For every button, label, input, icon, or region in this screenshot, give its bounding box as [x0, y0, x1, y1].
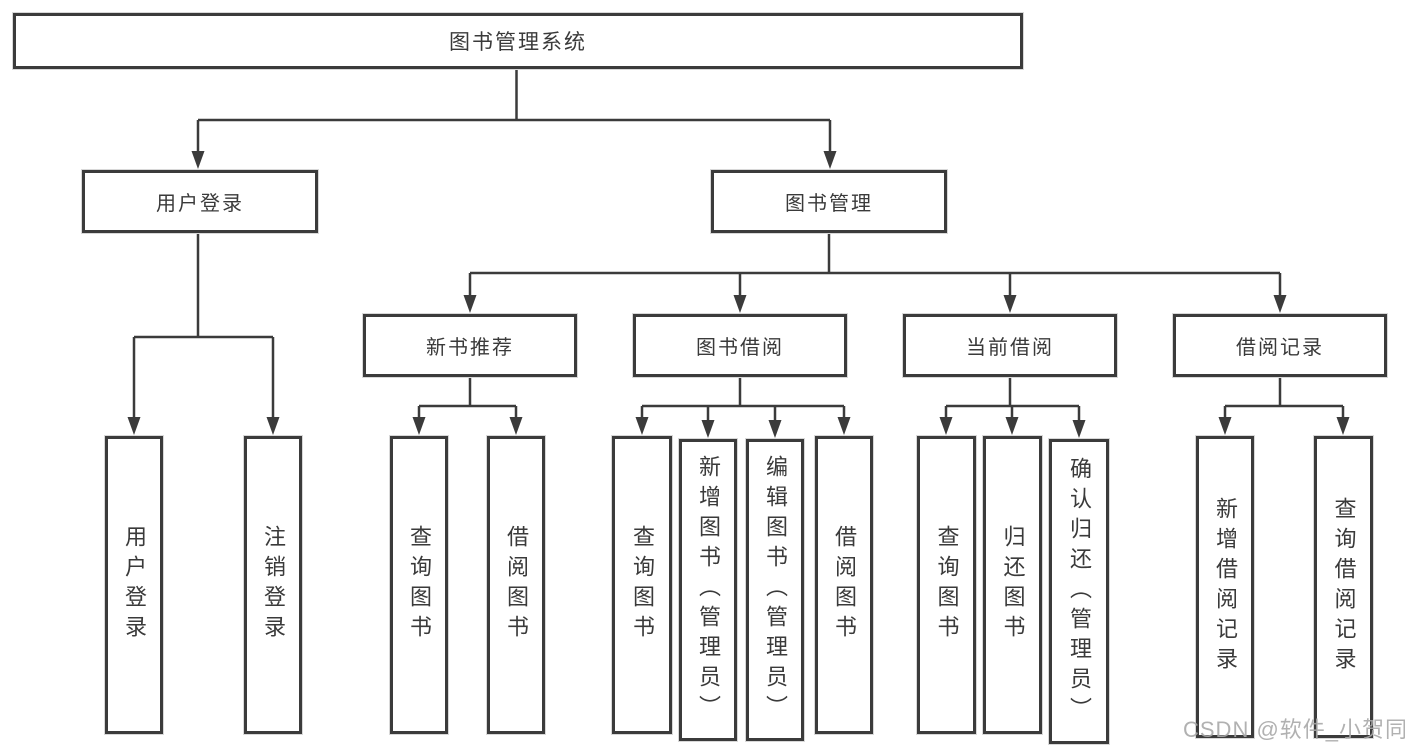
node-leaf-borrow-books-borrowing-label: 借阅图书: [832, 525, 857, 645]
node-leaf-query-books-recommend-label: 查询图书: [407, 525, 432, 645]
node-leaf-return-books-label: 归还图书: [1000, 525, 1026, 645]
node-leaf-edit-books-admin-label: 编辑图书（管理员）: [763, 455, 788, 725]
node-leaf-logout: 注销登录: [244, 436, 302, 734]
node-book-borrowing: 图书借阅: [633, 314, 847, 377]
node-borrowing-records: 借阅记录: [1173, 314, 1387, 377]
csdn-watermark: CSDN @软件_小贺同学: [1183, 717, 1405, 742]
node-leaf-query-books-current: 查询图书: [917, 436, 976, 734]
node-book-management-branch: 图书管理: [711, 170, 947, 233]
node-user-login-branch: 用户登录: [82, 170, 318, 233]
node-leaf-borrow-books-recommend-label: 借阅图书: [504, 525, 529, 645]
node-leaf-edit-books-admin: 编辑图书（管理员）: [746, 439, 804, 741]
node-library-management-system: 图书管理系统: [13, 13, 1023, 69]
node-leaf-query-borrow-record: 查询借阅记录: [1314, 436, 1373, 738]
node-leaf-add-books-admin-label: 新增图书（管理员）: [696, 455, 721, 725]
node-leaf-confirm-return-admin: 确认归还（管理员）: [1049, 439, 1109, 744]
node-leaf-add-books-admin: 新增图书（管理员）: [679, 439, 737, 741]
node-leaf-add-borrow-record-label: 新增借阅记录: [1213, 497, 1238, 677]
node-leaf-return-books: 归还图书: [983, 436, 1042, 734]
node-leaf-query-books-borrowing-label: 查询图书: [630, 525, 655, 645]
node-leaf-user-login: 用户登录: [105, 436, 163, 734]
node-leaf-confirm-return-admin-label: 确认归还（管理员）: [1067, 456, 1092, 727]
node-new-book-recommendation: 新书推荐: [363, 314, 577, 377]
node-leaf-user-login-label: 用户登录: [122, 525, 147, 645]
node-leaf-query-books-current-label: 查询图书: [934, 525, 960, 645]
node-leaf-borrow-books-recommend: 借阅图书: [487, 436, 545, 734]
node-leaf-query-books-borrowing: 查询图书: [612, 436, 672, 734]
node-leaf-add-borrow-record: 新增借阅记录: [1196, 436, 1254, 738]
node-leaf-query-borrow-record-label: 查询借阅记录: [1331, 497, 1357, 677]
node-current-borrowing: 当前借阅: [903, 314, 1117, 377]
node-leaf-borrow-books-borrowing: 借阅图书: [815, 436, 873, 734]
node-leaf-query-books-recommend: 查询图书: [390, 436, 448, 734]
node-leaf-logout-label: 注销登录: [261, 525, 286, 645]
